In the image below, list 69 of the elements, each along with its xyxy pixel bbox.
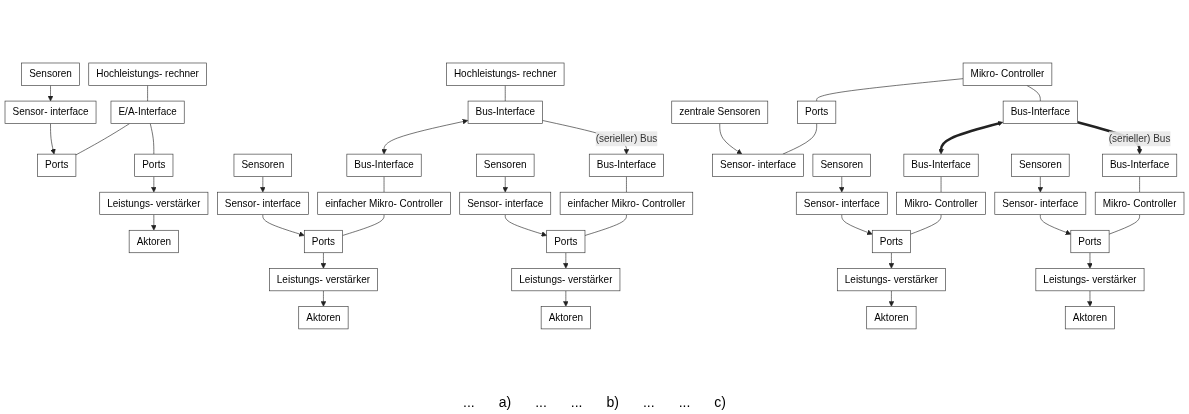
connector: [1139, 176, 1140, 193]
connector: [1108, 214, 1140, 235]
node-box: Mikro- Controller: [896, 191, 986, 216]
node-box: Bus-Interface: [346, 153, 422, 177]
diagram-label: a): [498, 394, 512, 410]
edge-label: (serieller) Bus: [1108, 133, 1171, 144]
diagram-label: ...: [570, 394, 583, 410]
node-box: Sensor- interface: [712, 153, 804, 177]
node-box: Sensor- interface: [795, 191, 888, 216]
connector: [940, 176, 942, 193]
connector: [149, 123, 155, 155]
connector: [1026, 85, 1041, 102]
node-box: Ports: [304, 230, 343, 254]
connector: [782, 123, 817, 155]
node-box: Hochleistungs- rechner: [88, 62, 207, 86]
node-box: Ports: [37, 153, 77, 177]
connector: [147, 85, 148, 102]
node-box: Bus-Interface: [1002, 100, 1078, 124]
diagram-label: ...: [678, 394, 691, 410]
node-box: Aktoren: [1064, 306, 1115, 330]
node-box: Bus-Interface: [588, 153, 664, 177]
node-box: Mikro- Controller: [1094, 191, 1185, 216]
edge-label: (serieller) Bus: [595, 133, 658, 144]
diagram-label: ...: [535, 394, 547, 410]
node-box: E/A-Interface: [110, 100, 185, 124]
diagram-label: b): [606, 394, 619, 410]
connector: [342, 214, 385, 236]
node-box: Sensoren: [233, 153, 292, 177]
connector: [910, 214, 942, 235]
node-box: Sensoren: [21, 62, 80, 86]
connector: [383, 176, 385, 193]
connector: [626, 176, 627, 193]
node-box: Mikro- Controller: [962, 62, 1053, 86]
node-box: Ports: [871, 230, 911, 254]
node-box: Sensoren: [476, 153, 535, 177]
connector: [504, 85, 506, 102]
node-box: Sensoren: [1011, 153, 1070, 177]
node-box: Ports: [134, 153, 174, 177]
connector: [816, 78, 964, 102]
diagram-label: ...: [642, 394, 655, 410]
node-box: Aktoren: [128, 230, 179, 254]
node-box: Aktoren: [298, 306, 349, 330]
node-box: Leistungs- verstärker: [511, 268, 621, 292]
node-box: Sensoren: [812, 153, 871, 177]
node-box: Leistungs- verstärker: [269, 268, 378, 292]
arrow: [938, 121, 1004, 155]
node-box: Bus-Interface: [903, 153, 979, 177]
node-box: Bus-Interface: [467, 100, 543, 124]
node-box: Aktoren: [866, 306, 917, 330]
node-box: Ports: [1070, 230, 1110, 254]
node-box: einfacher Mikro- Controller: [317, 191, 451, 216]
node-box: Leistungs- verstärker: [1035, 268, 1145, 292]
node-box: Sensor- interface: [459, 191, 552, 216]
node-box: Ports: [797, 100, 837, 124]
node-box: Aktoren: [540, 306, 591, 330]
connector: [75, 123, 130, 156]
node-box: Sensor- interface: [217, 191, 309, 216]
node-box: zentrale Sensoren: [671, 100, 769, 124]
node-box: Hochleistungs- rechner: [446, 62, 565, 86]
connector: [584, 214, 627, 236]
node-box: Leistungs- verstärker: [99, 191, 209, 216]
node-box: Bus-Interface: [1102, 153, 1178, 177]
diagram-label: c): [714, 394, 726, 410]
node-box: Sensor- interface: [4, 100, 97, 124]
node-box: Leistungs- verstärker: [837, 268, 946, 292]
node-box: Sensor- interface: [994, 191, 1087, 216]
node-box: Ports: [546, 230, 586, 254]
diagram-label: ...: [463, 394, 475, 410]
node-box: einfacher Mikro- Controller: [559, 191, 694, 216]
